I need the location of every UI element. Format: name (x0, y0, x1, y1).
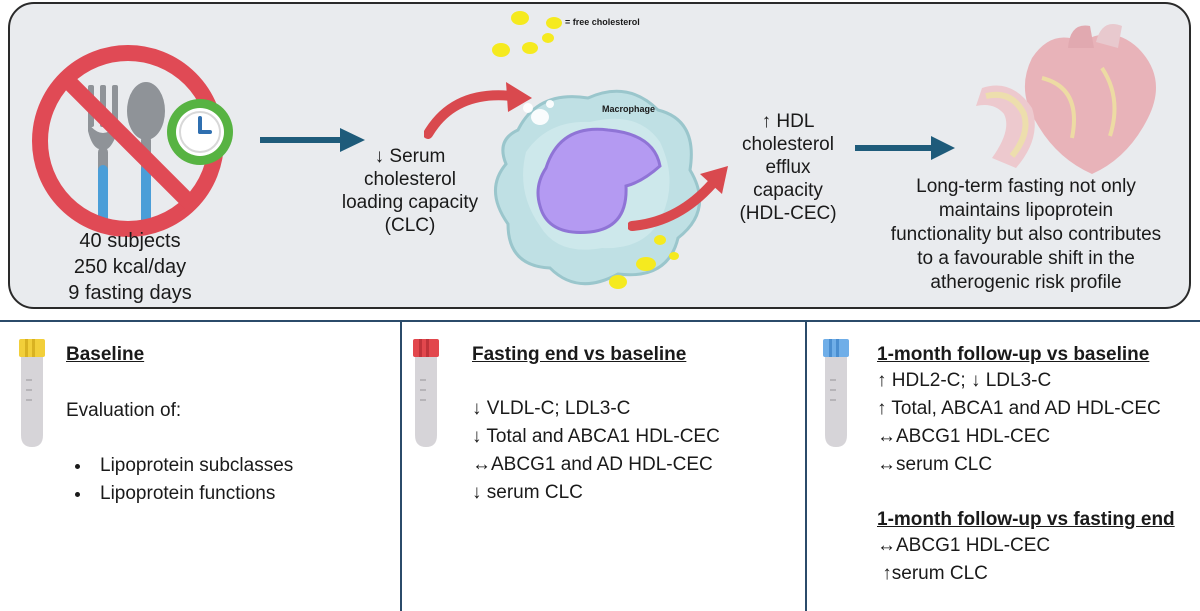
blood-tube-icon (823, 339, 849, 447)
followup-fasting-heading: 1-month follow-up vs fasting end (877, 509, 1175, 530)
fasting-end-heading: Fasting end vs baseline (472, 344, 687, 365)
section-divider (0, 320, 1200, 322)
baseline-bullet-list: Lipoprotein subclasses Lipoprotein funct… (66, 452, 293, 508)
macrophage-label: Macrophage (602, 104, 656, 114)
clock-icon (167, 99, 233, 165)
study-design-text: 40 subjects 250 kcal/day 9 fasting days (40, 228, 220, 306)
cholesterol-loading-arrow-icon (424, 82, 532, 139)
conclusion-text: Long-term fasting not only maintains lip… (866, 175, 1186, 295)
clc-line: ↓ Serum (374, 146, 446, 167)
baseline-heading: Baseline (66, 344, 145, 365)
free-cholesterol-label: = free cholesterol (565, 17, 640, 27)
subjects-count: 40 subjects (79, 230, 181, 252)
column-divider (805, 321, 807, 611)
arrow-right-icon (855, 136, 955, 160)
baseline-intro: Evaluation of: (66, 400, 182, 421)
hdl-line: (HDL-CEC) (739, 203, 837, 224)
heart-artery-icon (976, 24, 1156, 175)
free-cholesterol-icon (492, 11, 562, 57)
fasting-duration: 9 fasting days (68, 282, 192, 304)
calorie-intake: 250 kcal/day (73, 256, 187, 278)
result-line: ↑ HDL2-C; ↓ LDL3-C (877, 370, 1052, 391)
blood-tube-icon (413, 339, 439, 447)
arrow-right-icon (260, 128, 365, 152)
clc-line: (CLC) (384, 215, 436, 236)
serum-clc-text: ↓ Serum cholesterol loading capacity (CL… (340, 145, 480, 237)
result-line: ↔serum CLC (877, 454, 993, 475)
result-line: ↓ VLDL-C; LDL3-C (472, 398, 631, 419)
hdl-line: efflux (765, 157, 811, 178)
column-divider (400, 321, 402, 611)
result-line: ↔ABCG1 and AD HDL-CEC (472, 454, 713, 475)
cholesterol-efflux-arrow-icon (628, 166, 728, 231)
followup-baseline-heading: 1-month follow-up vs baseline (877, 344, 1150, 365)
hdl-line: capacity (753, 180, 823, 201)
conclusion-line: functionality but also contributes (890, 224, 1162, 245)
list-item: Lipoprotein subclasses (92, 452, 293, 480)
result-line: ↔ABCG1 HDL-CEC (877, 426, 1051, 447)
result-line: ↓ Total and ABCA1 HDL-CEC (472, 426, 720, 447)
conclusion-line: Long-term fasting not only (916, 176, 1136, 197)
conclusion-line: to a favourable shift in the (917, 248, 1135, 269)
hdl-cec-text: ↑ HDL cholesterol efflux capacity (HDL-C… (728, 110, 848, 225)
result-line: ↓ serum CLC (472, 482, 583, 503)
result-line: ↑serum CLC (877, 563, 988, 584)
no-eating-icon (32, 45, 224, 237)
list-item: Lipoprotein functions (92, 480, 293, 508)
macrophage-icon (494, 89, 702, 289)
result-line: ↔ABCG1 HDL-CEC (877, 535, 1051, 556)
hdl-line: cholesterol (742, 134, 834, 155)
blood-tube-icon (19, 339, 45, 447)
clc-line: cholesterol (364, 169, 456, 190)
conclusion-line: maintains lipoprotein (938, 200, 1114, 221)
conclusion-line: atherogenic risk profile (930, 272, 1122, 293)
clc-line: loading capacity (341, 192, 479, 213)
result-line: ↑ Total, ABCA1 and AD HDL-CEC (877, 398, 1161, 419)
fasting-end-results: ↓ VLDL-C; LDL3-C ↓ Total and ABCA1 HDL-C… (472, 395, 720, 507)
followup-baseline-results: ↑ HDL2-C; ↓ LDL3-C ↑ Total, ABCA1 and AD… (877, 367, 1161, 479)
hdl-line: ↑ HDL (761, 111, 815, 132)
followup-fasting-results: ↔ABCG1 HDL-CEC ↑serum CLC (877, 532, 1050, 588)
